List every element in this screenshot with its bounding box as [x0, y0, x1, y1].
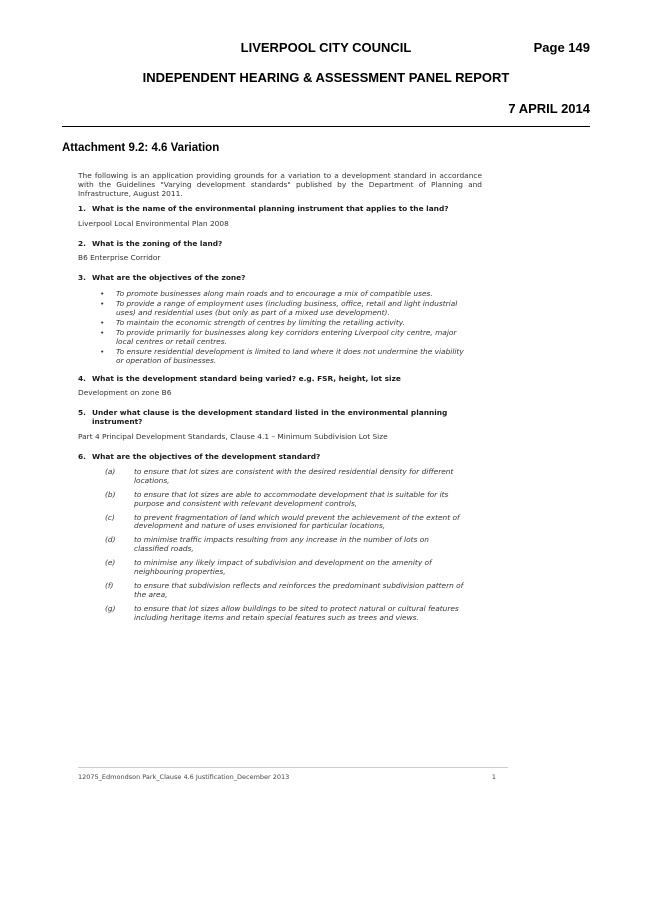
- question-text: What are the objectives of the developme…: [92, 452, 321, 462]
- list-item: (b)to ensure that lot sizes are able to …: [105, 489, 449, 508]
- report-title: INDEPENDENT HEARING & ASSESSMENT PANEL R…: [142, 70, 510, 85]
- question-3: 3.What are the objectives of the zone? T…: [78, 273, 482, 366]
- question-text: What is the development standard being v…: [92, 373, 401, 383]
- document-footer: 12075_Edmondson Park_Clause 4.6 Justific…: [78, 773, 496, 781]
- question-4: 4.What is the development standard being…: [78, 373, 482, 399]
- footer-divider: [78, 767, 508, 768]
- question-text: Under what clause is the development sta…: [92, 408, 448, 427]
- question-5: 5.Under what clause is the development s…: [78, 408, 482, 442]
- report-date: 7 APRIL 2014: [508, 101, 590, 116]
- footer-page-number: 1: [491, 773, 496, 781]
- question-text: What are the objectives of the zone?: [92, 273, 246, 283]
- standard-objectives-list: (a)to ensure that lot sizes are consiste…: [78, 466, 482, 623]
- answer-text: Liverpool Local Environmental Plan 2008: [78, 218, 229, 228]
- intro-paragraph: The following is an application providin…: [78, 171, 482, 198]
- question-6: 6.What are the objectives of the develop…: [78, 452, 482, 623]
- list-item: (f)to ensure that subdivision reflects a…: [105, 581, 464, 599]
- answer-text: Development on zone B6: [78, 388, 172, 398]
- header-divider: [62, 126, 590, 127]
- scanned-document: The following is an application providin…: [78, 171, 482, 628]
- list-item: (c)to prevent fragmentation of land whic…: [105, 512, 460, 531]
- list-item: To provide primarily for businesses alon…: [100, 328, 482, 347]
- footer-filename: 12075_Edmondson Park_Clause 4.6 Justific…: [78, 773, 290, 781]
- list-item: To ensure residential development is lim…: [100, 347, 482, 366]
- council-name: LIVERPOOL CITY COUNCIL: [240, 40, 412, 55]
- answer-text: Part 4 Principal Development Standards, …: [78, 432, 388, 442]
- page-number: Page 149: [533, 40, 590, 55]
- attachment-title: Attachment 9.2: 4.6 Variation: [62, 142, 220, 154]
- list-item: (a)to ensure that lot sizes are consiste…: [105, 466, 454, 485]
- list-item: To promote businesses along main roads a…: [100, 289, 482, 299]
- list-item: (e)to minimise any likely impact of subd…: [105, 558, 432, 577]
- list-item: (d)to minimise traffic impacts resulting…: [105, 535, 429, 554]
- list-item: (g)to ensure that lot sizes allow buildi…: [105, 603, 459, 622]
- question-1: 1.What is the name of the environmental …: [78, 203, 482, 229]
- list-item: To provide a range of employment uses (i…: [100, 299, 482, 318]
- question-2: 2.What is the zoning of the land? B6 Ent…: [78, 238, 482, 264]
- answer-text: B6 Enterprise Corridor: [78, 253, 161, 263]
- question-text: What is the name of the environmental pl…: [92, 203, 449, 213]
- question-text: What is the zoning of the land?: [92, 238, 223, 248]
- zone-objectives-list: To promote businesses along main roads a…: [78, 289, 482, 366]
- list-item: To maintain the economic strength of cen…: [100, 318, 482, 328]
